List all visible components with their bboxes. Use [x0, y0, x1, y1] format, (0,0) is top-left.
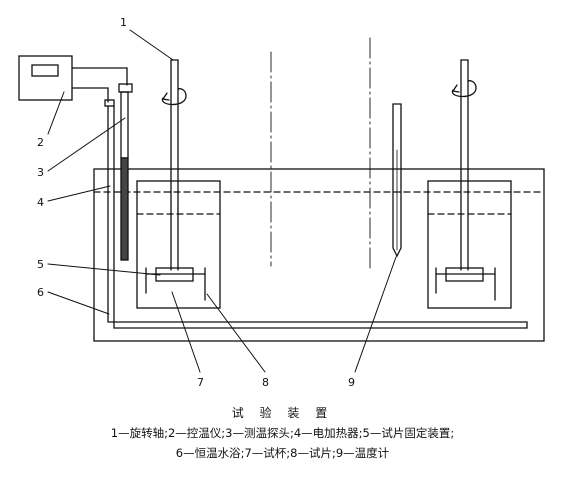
electric-heater [107, 105, 528, 329]
callout-6: 6 [37, 286, 44, 299]
legend-line-2: 6—恒温水浴;7—试杯;8—试片;9—温度计 [175, 446, 390, 460]
rotation-arrowhead-right [451, 84, 460, 93]
temperature-probe [120, 91, 129, 159]
leader-8 [206, 293, 266, 373]
controller-cable-heater [71, 87, 109, 103]
callout-1: 1 [120, 16, 127, 29]
rotation-arrow-left [161, 88, 187, 106]
water-bath [93, 168, 545, 342]
leader-9 [354, 256, 397, 373]
controller-display [31, 64, 59, 77]
leader-7 [171, 291, 201, 373]
leader-1 [129, 29, 174, 61]
callout-3: 3 [37, 166, 44, 179]
callout-5: 5 [37, 258, 44, 271]
heater-cap [104, 99, 115, 107]
leader-3 [47, 117, 126, 172]
probe-cap [118, 83, 133, 93]
thermometer [392, 103, 402, 258]
callout-8: 8 [262, 376, 269, 389]
leader-2 [47, 91, 65, 135]
callout-2: 2 [37, 136, 44, 149]
rotation-arrowhead-left [161, 92, 170, 101]
test-cup-right [427, 180, 512, 309]
legend-line-1: 1—旋转轴;2—控温仪;3—测温探头;4—电加热器;5—试片固定装置; [110, 426, 455, 440]
leader-5 [47, 263, 161, 276]
probe-sensor [120, 157, 129, 261]
figure-title: 试 验 装 置 [231, 406, 334, 420]
callout-7: 7 [197, 376, 204, 389]
leader-4 [47, 185, 111, 202]
callout-4: 4 [37, 196, 44, 209]
temperature-controller [18, 55, 73, 101]
callout-9: 9 [348, 376, 355, 389]
rotation-arrow-right [451, 80, 477, 98]
controller-cable-probe [71, 67, 128, 86]
test-apparatus-diagram: 1 2 3 4 5 6 7 8 9 [18, 16, 545, 389]
leader-6 [47, 291, 110, 315]
